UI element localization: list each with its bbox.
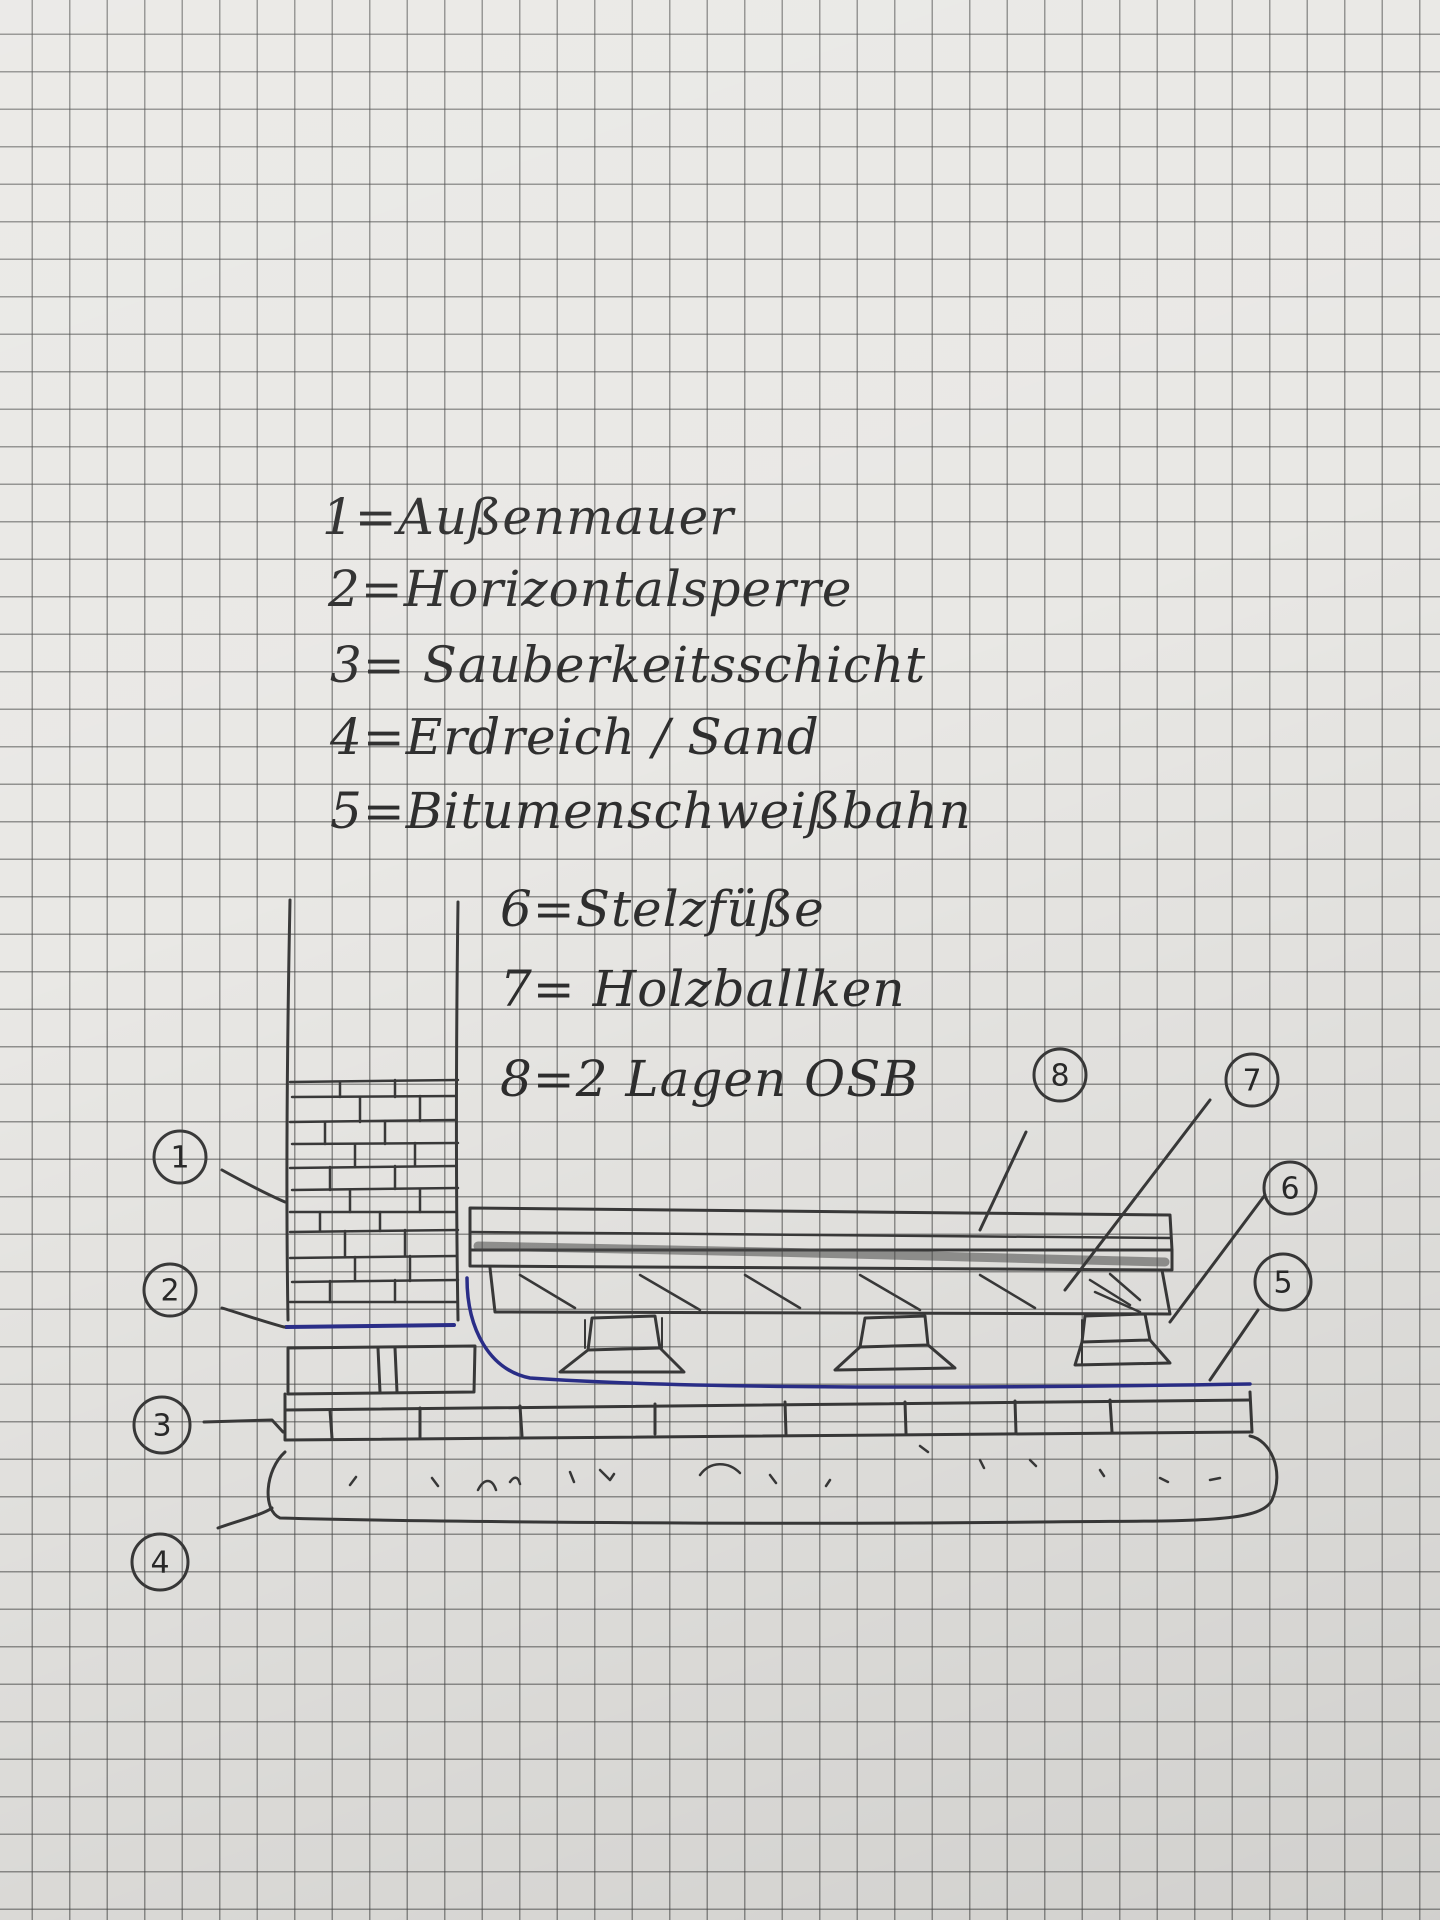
callout-2-label: 2 bbox=[160, 1274, 179, 1309]
outer-wall bbox=[285, 898, 460, 1322]
foundation-masonry bbox=[286, 1344, 477, 1396]
legend-item-6: 6=Stelzfüße bbox=[500, 880, 825, 938]
callout-6-label: 6 bbox=[1280, 1172, 1299, 1207]
legend-item-7: 7= Holzballken bbox=[500, 960, 906, 1018]
legend-item-3: 3= Sauberkeitsschicht bbox=[330, 636, 927, 694]
leader-lines bbox=[202, 1098, 1267, 1530]
legend-item-8: 8=2 Lagen OSB bbox=[500, 1050, 920, 1108]
callout-6: 6 bbox=[1262, 1160, 1318, 1216]
callout-4-label: 4 bbox=[150, 1546, 169, 1581]
stilt-feet bbox=[558, 1312, 1172, 1374]
callout-8: 8 bbox=[1032, 1047, 1088, 1103]
stilt-foot bbox=[833, 1314, 957, 1372]
callout-1: 1 bbox=[152, 1129, 208, 1185]
callout-2: 2 bbox=[142, 1262, 198, 1318]
legend-item-4: 4=Erdreich / Sand bbox=[330, 708, 820, 766]
callout-8-label: 8 bbox=[1050, 1059, 1069, 1094]
blinding-layer bbox=[283, 1390, 1254, 1442]
callout-7: 7 bbox=[1224, 1052, 1280, 1108]
horizontal-barrier bbox=[284, 1323, 456, 1329]
stilt-foot bbox=[1073, 1312, 1172, 1367]
stilt-foot bbox=[558, 1314, 686, 1374]
timber-beam bbox=[488, 1266, 1172, 1316]
legend-item-1: 1=Außenmauer bbox=[322, 488, 735, 546]
callout-7-label: 7 bbox=[1242, 1064, 1261, 1099]
soil-layer bbox=[266, 1434, 1279, 1525]
callout-3-label: 3 bbox=[152, 1409, 171, 1444]
callout-1-label: 1 bbox=[170, 1141, 189, 1176]
osb-boards bbox=[468, 1206, 1174, 1272]
callout-4: 4 bbox=[130, 1532, 190, 1592]
legend-item-2: 2=Horizontalsperre bbox=[328, 560, 853, 618]
legend-item-5: 5=Bitumenschweißbahn bbox=[330, 782, 972, 840]
callout-5: 5 bbox=[1253, 1252, 1313, 1312]
bitumen-membrane bbox=[465, 1276, 1252, 1389]
callout-5-label: 5 bbox=[1273, 1266, 1292, 1301]
callout-3: 3 bbox=[132, 1395, 192, 1455]
